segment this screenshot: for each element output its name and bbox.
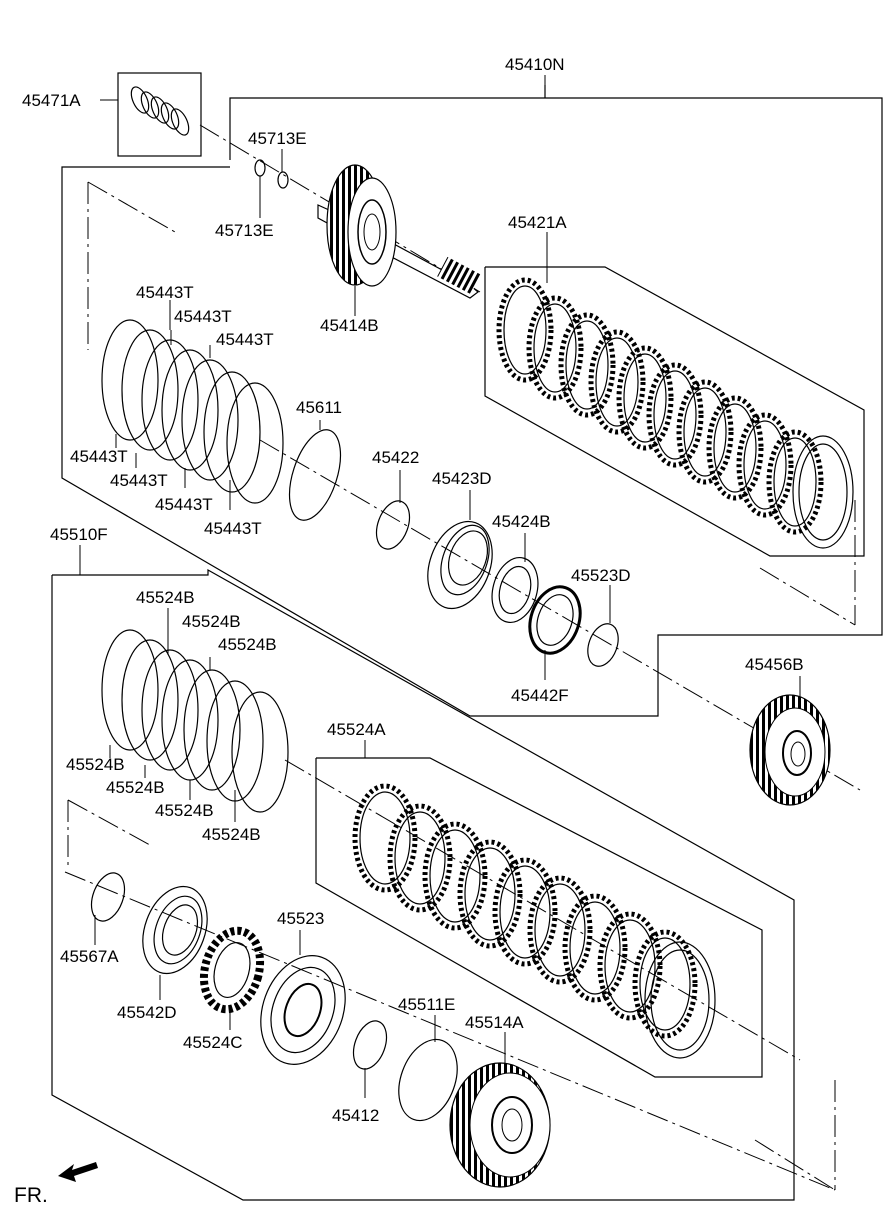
label-45524c: 45524C bbox=[183, 1033, 243, 1052]
part-45456b-gear bbox=[749, 694, 831, 806]
part-45524a-clutch-discs bbox=[352, 783, 716, 1059]
part-45414b-shaft-drum bbox=[317, 164, 482, 299]
label-45414b: 45414B bbox=[320, 316, 379, 335]
part-45421a-clutch-discs bbox=[496, 277, 854, 549]
part-45443t-snap-rings bbox=[101, 319, 284, 504]
label-45442f: 45442F bbox=[511, 686, 569, 705]
group-box-45421a bbox=[484, 266, 865, 557]
label-45443t-5: 45443T bbox=[110, 471, 168, 490]
label-45524b-6: 45524B bbox=[155, 801, 214, 820]
label-45410n: 45410N bbox=[505, 55, 565, 74]
part-45471a-spring bbox=[130, 86, 190, 136]
label-45524b-2: 45524B bbox=[182, 612, 241, 631]
part-45567a-ring bbox=[90, 872, 126, 922]
label-45524b-3: 45524B bbox=[218, 635, 277, 654]
group-box-45524a bbox=[315, 757, 763, 1078]
part-45422-ring bbox=[375, 500, 411, 550]
label-45511e: 45511E bbox=[398, 995, 455, 1014]
label-45422: 45422 bbox=[372, 448, 419, 467]
label-45567a: 45567A bbox=[60, 947, 119, 966]
label-45542d: 45542D bbox=[117, 1003, 177, 1022]
part-45542d-piston bbox=[142, 885, 208, 975]
part-45524c-return-spring bbox=[199, 926, 265, 1014]
label-45423d: 45423D bbox=[432, 469, 492, 488]
label-45611: 45611 bbox=[296, 398, 342, 417]
leader-lines bbox=[79, 75, 801, 1098]
part-45713e-ring-a bbox=[254, 159, 266, 177]
part-45511e-ring bbox=[398, 1038, 458, 1122]
part-45523d-ring bbox=[587, 623, 619, 667]
label-45713e-bottom: 45713E bbox=[215, 221, 274, 240]
part-45423d-piston bbox=[427, 520, 493, 610]
part-box-45471a bbox=[117, 72, 202, 157]
centerline-upper bbox=[87, 181, 176, 233]
label-45524b-5: 45524B bbox=[106, 778, 165, 797]
label-45524b-7: 45524B bbox=[202, 825, 261, 844]
label-45443t-1: 45443T bbox=[136, 283, 194, 302]
label-front: FR. bbox=[14, 1184, 48, 1207]
label-45523d: 45523D bbox=[571, 566, 631, 585]
label-45443t-6: 45443T bbox=[155, 495, 213, 514]
part-45611-ring bbox=[288, 429, 342, 521]
part-45412-ring bbox=[352, 1020, 388, 1070]
part-45424b-spring-plate bbox=[491, 557, 539, 623]
label-45524b-4: 45524B bbox=[66, 755, 125, 774]
centerline-right-upper-diag bbox=[759, 567, 856, 626]
label-45443t-2: 45443T bbox=[174, 307, 232, 326]
part-45514a-drum bbox=[449, 1062, 551, 1188]
label-45523: 45523 bbox=[277, 909, 324, 928]
label-45443t-4: 45443T bbox=[70, 447, 128, 466]
label-45514a: 45514A bbox=[465, 1013, 524, 1032]
label-45510f: 45510F bbox=[50, 525, 108, 544]
centerline-lower bbox=[64, 871, 836, 1191]
part-45713e-ring-b bbox=[277, 171, 289, 189]
label-45471a: 45471A bbox=[22, 91, 81, 110]
arrow-front-left-icon bbox=[58, 1162, 98, 1182]
label-45424b: 45424B bbox=[492, 512, 551, 531]
assembly-45510f-outline bbox=[51, 568, 795, 1201]
centerline-lower-left bbox=[67, 799, 151, 846]
label-45421a: 45421A bbox=[508, 213, 567, 232]
label-45524b-1: 45524B bbox=[136, 588, 195, 607]
label-45456b: 45456B bbox=[745, 655, 804, 674]
part-45442f-seal-plate bbox=[528, 585, 582, 655]
label-45524a: 45524A bbox=[327, 720, 386, 739]
part-45523-piston-plate bbox=[260, 955, 346, 1065]
label-45713e-top: 45713E bbox=[248, 129, 307, 148]
label-45443t-3: 45443T bbox=[216, 330, 274, 349]
centerline-lower-right-diag bbox=[754, 1139, 836, 1191]
label-45412: 45412 bbox=[332, 1106, 379, 1125]
centerline-main bbox=[199, 124, 481, 293]
label-45443t-7: 45443T bbox=[204, 519, 262, 538]
